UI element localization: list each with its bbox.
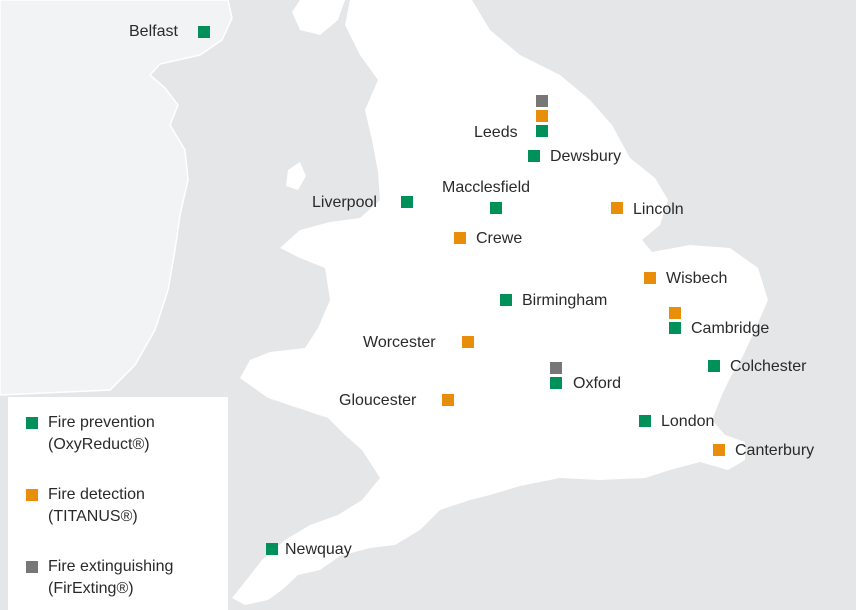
marker-gloucester-detection[interactable] [442, 394, 454, 406]
label-newquay: Newquay [285, 541, 352, 558]
label-colchester: Colchester [730, 358, 807, 375]
label-leeds: Leeds [474, 124, 518, 141]
marker-canterbury-detection[interactable] [713, 444, 725, 456]
marker-dewsbury-prevention[interactable] [528, 150, 540, 162]
label-lincoln: Lincoln [633, 201, 684, 218]
label-belfast: Belfast [129, 23, 178, 40]
label-crewe: Crewe [476, 230, 523, 247]
legend-swatch-prevention [26, 417, 38, 429]
legend-title-detection: Fire detection [48, 486, 145, 503]
marker-worcester-detection[interactable] [462, 336, 474, 348]
marker-crewe-detection[interactable] [454, 232, 466, 244]
ireland-landmass [0, 0, 233, 396]
marker-leeds-extinguishing[interactable] [536, 95, 548, 107]
marker-cambridge-detection[interactable] [669, 307, 681, 319]
legend-swatch-detection [26, 489, 38, 501]
label-macclesfield: Macclesfield [442, 179, 531, 196]
marker-newquay-prevention[interactable] [266, 543, 278, 555]
label-liverpool: Liverpool [312, 194, 377, 211]
marker-liverpool-prevention[interactable] [401, 196, 413, 208]
label-birmingham: Birmingham [522, 292, 608, 309]
label-cambridge: Cambridge [691, 320, 770, 337]
map-legend: Fire prevention (OxyReduct®) Fire detect… [8, 397, 228, 610]
label-oxford: Oxford [573, 375, 622, 392]
marker-oxford-prevention[interactable] [550, 377, 562, 389]
isle-of-wight [540, 486, 566, 498]
marker-colchester-prevention[interactable] [708, 360, 720, 372]
marker-cambridge-prevention[interactable] [669, 322, 681, 334]
legend-product-detection: (TITANUS®) [48, 508, 138, 525]
marker-wisbech-detection[interactable] [644, 272, 656, 284]
label-worcester: Worcester [363, 334, 436, 351]
label-gloucester: Gloucester [339, 392, 417, 409]
label-wisbech: Wisbech [666, 270, 728, 287]
marker-birmingham-prevention[interactable] [500, 294, 512, 306]
label-canterbury: Canterbury [735, 442, 815, 459]
scotland-west-land [292, 0, 345, 35]
legend-title-extinguishing: Fire extinguishing [48, 558, 174, 575]
label-dewsbury: Dewsbury [550, 148, 622, 165]
legend-swatch-extinguishing [26, 561, 38, 573]
marker-oxford-extinguishing[interactable] [550, 362, 562, 374]
legend-title-prevention: Fire prevention [48, 414, 155, 431]
marker-lincoln-detection[interactable] [611, 202, 623, 214]
label-london: London [661, 413, 715, 430]
marker-leeds-prevention[interactable] [536, 125, 548, 137]
marker-belfast-prevention[interactable] [198, 26, 210, 38]
marker-london-prevention[interactable] [639, 415, 651, 427]
legend-product-prevention: (OxyReduct®) [48, 436, 150, 453]
marker-macclesfield-prevention[interactable] [490, 202, 502, 214]
isle-of-man [286, 162, 306, 190]
marker-leeds-detection[interactable] [536, 110, 548, 122]
legend-product-extinguishing: (FirExting®) [48, 580, 134, 597]
